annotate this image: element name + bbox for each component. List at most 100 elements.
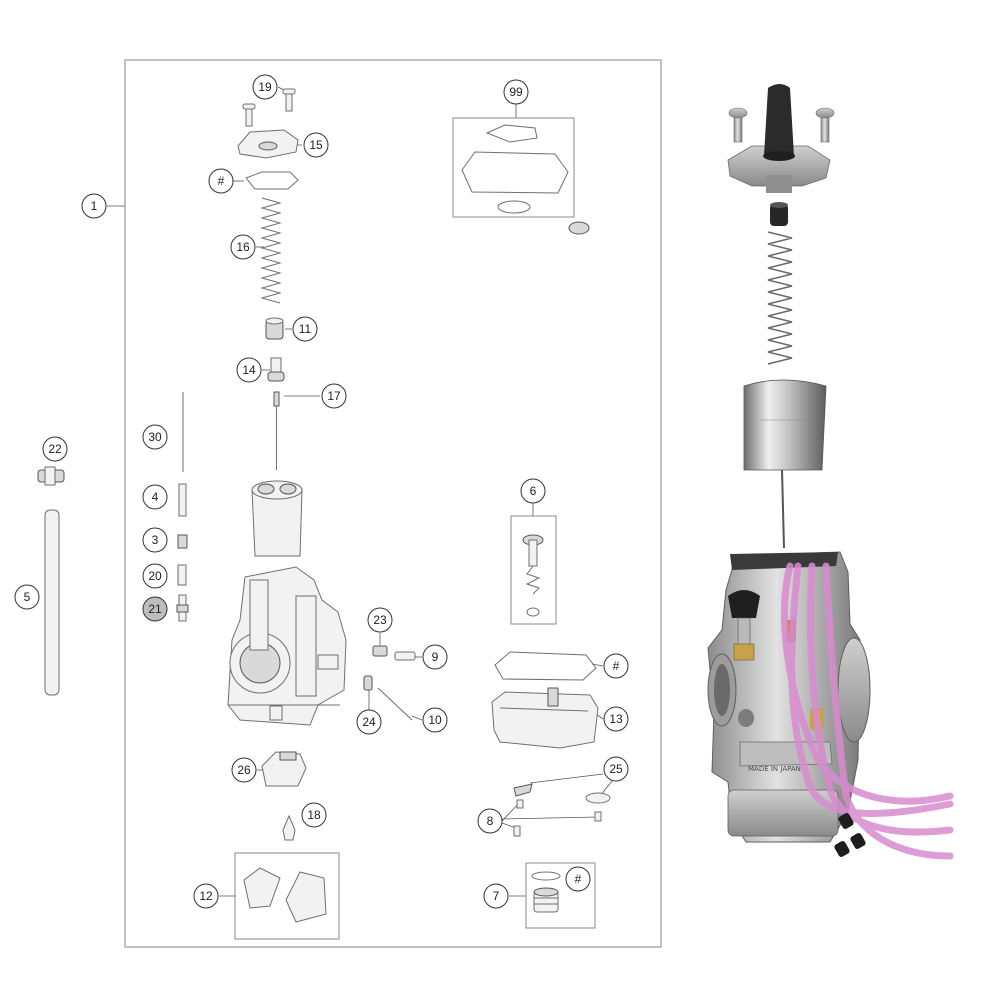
callout-hash-bot: # [565,866,591,892]
callout-label: 22 [48,442,62,456]
callout-6: 6 [520,478,546,504]
drain-plug-box [525,862,596,929]
callout-label: 4 [152,490,159,504]
photo-top-cap [727,84,831,193]
spring-seat [265,317,284,340]
float-box [234,852,340,940]
photo-throttle-slide [743,379,827,549]
callout-label: 14 [242,363,256,377]
float-box-parts [243,867,327,923]
hose-clip [37,466,65,486]
callout-1: 1 [81,193,107,219]
callout-label: 26 [237,763,251,777]
vent-hose [44,509,60,696]
callout-14: 14 [236,357,262,383]
part-24-pin [363,675,373,691]
callout-21: 21 [142,596,168,622]
callout-label: 17 [327,389,341,403]
callout-label: 9 [432,650,439,664]
photo-cap-screws [728,107,835,143]
callout-label: 3 [152,533,159,547]
callout-label: 30 [148,430,162,444]
callout-label: 13 [609,712,623,726]
callout-label: 11 [299,322,312,336]
callout-30: 30 [142,424,168,450]
callout-label: 20 [148,569,162,583]
part-21-jet [176,594,189,622]
callout-20: 20 [142,563,168,589]
callout-label: 25 [609,762,623,776]
idle-mixture-screw [522,534,544,617]
callout-22: 22 [42,436,68,462]
photo-spring-seat [770,202,788,226]
float-bowl-gasket [494,651,597,681]
callout-label: 23 [373,613,387,627]
callout-hash-mid: # [603,653,629,679]
gasket-kit-parts [461,124,590,235]
part-3-jet [177,534,188,549]
callout-label: 16 [236,240,250,254]
callout-label: 10 [428,713,442,727]
callout-99: 99 [503,79,529,105]
needle-valve [282,814,296,841]
float-26 [261,751,307,787]
callout-17: 17 [321,383,347,409]
callout-label: 18 [307,808,321,822]
callout-26: 26 [231,757,257,783]
callout-5: 5 [14,584,40,610]
part-10-shaft [377,687,413,721]
callout-label: 7 [493,889,500,903]
carburetor-body [227,566,347,726]
callout-label: 24 [362,715,376,729]
callout-label: 15 [309,138,323,152]
idle-screw-box [510,515,557,625]
callout-11: 11 [292,316,318,342]
callout-label: 19 [258,80,272,94]
callout-hash-top: # [208,168,234,194]
callout-label: 12 [199,889,213,903]
callout-label: 5 [24,590,31,604]
gasket-kit-box [452,117,575,218]
callout-23: 23 [367,607,393,633]
callout-13: 13 [603,706,629,732]
assembly-frame [124,59,662,948]
callout-25: 25 [603,756,629,782]
slide-spring [260,197,282,304]
needle-clip-holder [267,357,285,382]
photo-vent-hoses [781,562,954,860]
part-9-screw [394,651,416,661]
drain-plug [531,871,561,913]
photo-slide-spring [767,231,793,365]
callout-12: 12 [193,883,219,909]
carburetor-photo: MADE IN JAPAN [707,84,954,860]
callout-8: 8 [477,808,503,834]
part-4-tube [178,483,187,517]
photo-hose-clips [834,813,866,857]
callout-9: 9 [422,644,448,670]
callout-3: 3 [142,527,168,553]
part-23-nut [372,645,388,657]
callout-label: 1 [91,199,98,213]
callout-label: 21 [148,602,162,616]
cap-screws [242,88,296,127]
cap-gasket [245,171,299,190]
part-20-jet [177,564,187,586]
callout-15: 15 [303,132,329,158]
callout-label: # [218,174,225,188]
top-cap [237,129,299,159]
callout-16: 16 [230,234,256,260]
callout-10: 10 [422,707,448,733]
float-bowl [491,687,599,749]
callout-18: 18 [301,802,327,828]
callout-24: 24 [356,709,382,735]
bowl-screws [513,783,611,837]
jet-needle [273,391,280,470]
callout-19: 19 [252,74,278,100]
callout-label: 99 [509,85,523,99]
callout-label: 8 [487,814,494,828]
callout-label: # [575,872,582,886]
callout-label: # [613,659,620,673]
photo-stamp: MADE IN JAPAN [748,765,801,773]
callout-4: 4 [142,484,168,510]
